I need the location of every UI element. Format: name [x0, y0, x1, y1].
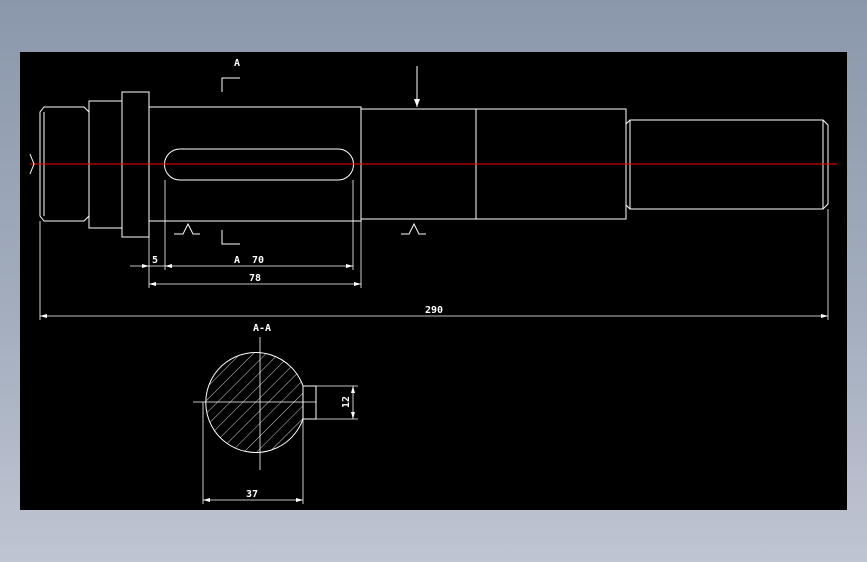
- section-label-bottom: A: [234, 255, 240, 266]
- section-label-top: A: [234, 58, 240, 69]
- dim-37: 37: [246, 489, 258, 500]
- roughness-symbol: [174, 222, 200, 235]
- dim-290: 290: [425, 305, 443, 316]
- roughness-symbol: [401, 222, 426, 235]
- dim-5: 5: [152, 255, 158, 266]
- cad-viewport[interactable]: A A 5 70 78 290 A-A 12 37: [20, 52, 847, 510]
- section-view: [193, 337, 317, 470]
- dim-70: 70: [252, 255, 264, 266]
- dim-12: 12: [341, 396, 352, 408]
- shaft-drawing: A A 5 70 78 290 A-A 12 37: [29, 58, 837, 504]
- section-title: A-A: [253, 323, 271, 334]
- dim-78: 78: [249, 273, 261, 284]
